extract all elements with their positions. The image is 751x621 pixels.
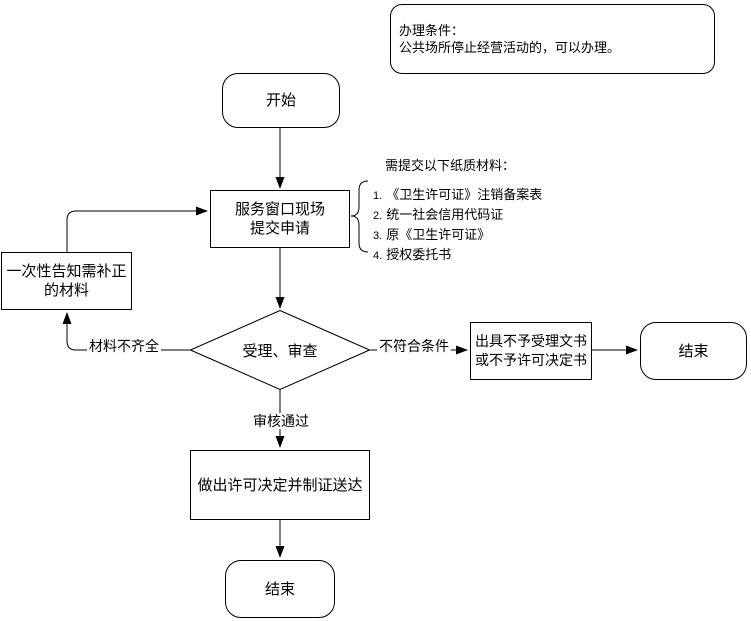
edge-label-incomplete: 材料不齐全 <box>87 338 161 354</box>
materials-item-text: 原《卫生许可证》 <box>386 227 491 242</box>
node-submit-label-line1: 服务窗口现场 <box>234 201 325 218</box>
node-end-bottom-label: 结束 <box>264 580 295 598</box>
decision-diamond-shape <box>189 309 371 391</box>
node-end-right-label: 结束 <box>678 342 709 360</box>
node-reject-label-line1: 出具不予受理文书 <box>475 333 587 349</box>
materials-annotation: 需提交以下纸质材料： 1. 《卫生许可证》注销备案表 2. 统一社会信用代码证 … <box>373 155 542 268</box>
condition-note-text: 公共场所停止经营活动的，可以办理。 <box>399 40 621 55</box>
node-decide-deliver: 做出许可决定并制证送达 <box>190 450 370 520</box>
materials-item-text: 《卫生许可证》注销备案表 <box>386 187 543 202</box>
materials-item-number: 1. <box>373 190 383 202</box>
node-notify-label-line1: 一次性告知需补正 <box>6 263 127 280</box>
node-start: 开始 <box>222 73 340 128</box>
materials-item-text: 授权委托书 <box>386 247 452 262</box>
brace-annotation-icon <box>350 180 369 253</box>
materials-item: 4. 授权委托书 <box>373 248 542 263</box>
edge-notify-to-submit <box>66 206 208 252</box>
condition-note-title: 办理条件： <box>399 23 465 38</box>
node-decide-label: 做出许可决定并制证送达 <box>197 476 363 494</box>
node-submit-application: 服务窗口现场 提交申请 <box>210 190 350 248</box>
materials-item-number: 4. <box>373 250 383 262</box>
materials-item-number: 2. <box>373 210 383 222</box>
node-notify-correction: 一次性告知需补正 的材料 <box>1 252 132 310</box>
materials-item-number: 3. <box>373 230 383 242</box>
materials-item: 1. 《卫生许可证》注销备案表 <box>373 188 542 203</box>
materials-item: 3. 原《卫生许可证》 <box>373 228 542 243</box>
node-decision: 受理、审查 <box>189 309 371 391</box>
node-start-label: 开始 <box>265 92 296 109</box>
node-reject-document: 出具不予受理文书 或不予许可决定书 <box>470 322 592 380</box>
materials-title: 需提交以下纸质材料： <box>385 158 516 173</box>
condition-note: 办理条件： 公共场所停止经营活动的，可以办理。 <box>390 4 715 74</box>
materials-item: 2. 统一社会信用代码证 <box>373 208 542 223</box>
edge-label-not-qualified: 不符合条件 <box>377 338 451 354</box>
node-reject-label-line2: 或不予许可决定书 <box>475 352 587 368</box>
node-end-right: 结束 <box>640 322 747 380</box>
edge-decision-to-notify <box>62 312 190 351</box>
materials-item-text: 统一社会信用代码证 <box>386 207 504 222</box>
node-decision-label: 受理、审查 <box>242 342 318 360</box>
edge-label-approved: 审核通过 <box>251 413 311 429</box>
node-submit-label-line2: 提交申请 <box>249 220 310 237</box>
node-notify-label-line2: 的材料 <box>43 282 89 299</box>
node-end-bottom: 结束 <box>225 560 335 618</box>
